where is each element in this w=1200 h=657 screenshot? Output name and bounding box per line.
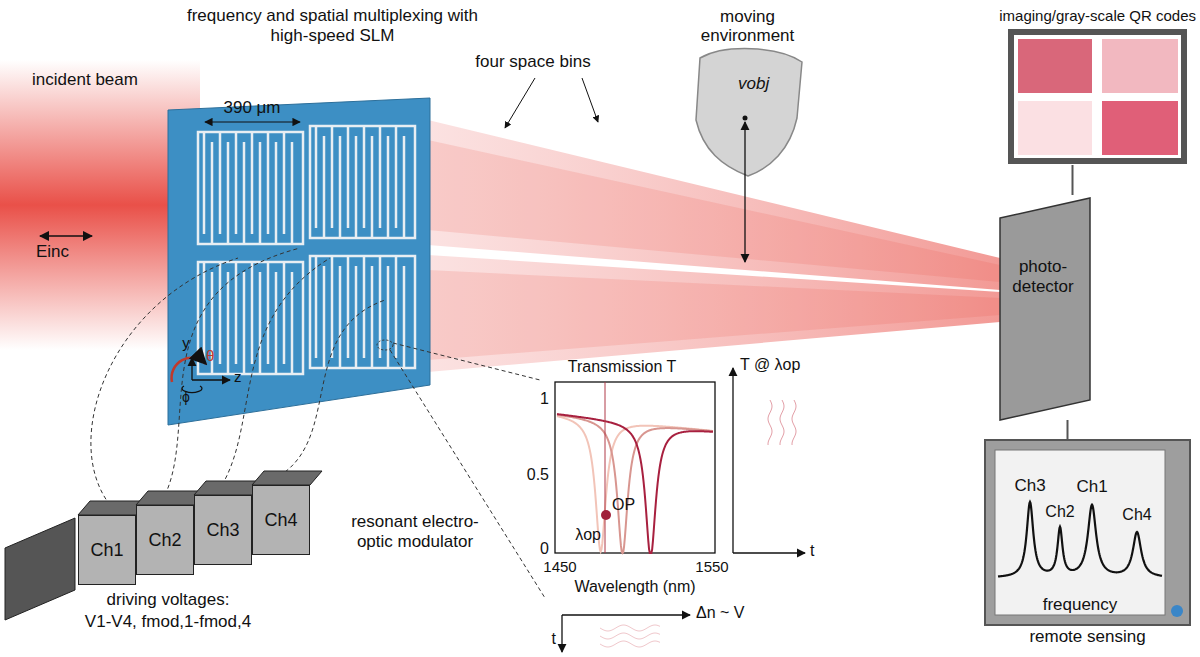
annotation-label: z: [234, 368, 242, 385]
transmission-curve: [557, 416, 713, 551]
node-label: moving environment: [680, 7, 815, 46]
moving-object: [696, 49, 802, 176]
signal-wire: [1072, 165, 1074, 195]
annotation-label: driving voltages:: [107, 590, 230, 610]
driver-block-side: [5, 518, 75, 620]
photodetector: [1000, 198, 1090, 420]
node-sublabel: remote sensing: [985, 627, 1190, 647]
screen-panel: [995, 450, 1165, 615]
axes-symbol: [172, 358, 230, 393]
annotation-label: Ch1: [1076, 477, 1107, 497]
spectrum-curve: [998, 502, 1162, 577]
photodetector-box: photo-detector: [995, 195, 1100, 420]
channel-driver: Ch3: [194, 495, 252, 565]
signal-trace: [768, 400, 772, 445]
figure-title: frequency and spatial multiplexing with …: [180, 6, 485, 45]
pointer-arrow: [582, 78, 598, 122]
annotation-label: T @ λop: [740, 356, 800, 374]
annotation-label: 0: [540, 540, 549, 558]
node-label: frequency: [995, 595, 1165, 615]
signal-trace: [792, 400, 796, 445]
node-label: Ch2: [148, 530, 181, 551]
signal-trace: [780, 400, 784, 445]
driver-block-top: [252, 471, 322, 485]
annotation-label: OP: [612, 496, 635, 514]
moving-object: moving environmentvobj: [690, 48, 805, 178]
annotation-label: Transmission T: [568, 358, 676, 376]
signal-trace: [600, 633, 660, 639]
channel-driver: Ch1: [78, 515, 136, 585]
node-label: imaging/gray-scale QR codes: [999, 7, 1196, 24]
transmission-curve: [557, 414, 713, 553]
annotation-label: four space bins: [475, 52, 590, 72]
operating-line: [605, 382, 606, 553]
velocity-arrow: [744, 122, 745, 262]
space-bin-beam: [428, 140, 1000, 282]
node-label: Ch1: [90, 540, 123, 561]
channel-driver: Ch4: [252, 485, 310, 555]
transmission-curve: [557, 415, 713, 553]
node-label: photo-detector: [1003, 257, 1083, 296]
dimension-arrow: [205, 121, 300, 122]
zoom-line: [390, 350, 545, 598]
screen-frame: [985, 440, 1190, 625]
qr-code-box: imaging/gray-scale QR codes: [1007, 28, 1188, 165]
annotation-label: θ: [206, 347, 214, 364]
index-axis: [561, 615, 562, 652]
time-axis: [733, 552, 805, 553]
qr-code: [1011, 32, 1184, 161]
annotation-label: Einc: [36, 242, 69, 262]
index-axis: [562, 614, 690, 615]
annotation-label: 1550: [695, 558, 728, 575]
annotation-label: 1450: [543, 558, 576, 575]
annotation-label: incident beam: [32, 70, 138, 90]
annotation-label: λop: [575, 526, 601, 544]
zoom-line: [393, 343, 540, 380]
electrode-array: [198, 126, 415, 374]
pointer-arrow: [505, 78, 535, 128]
annotation-label: y: [182, 334, 190, 351]
plot-frame: [555, 382, 715, 553]
power-button: [1171, 605, 1183, 617]
driving-wires: [91, 248, 385, 505]
operating-point: [601, 510, 611, 520]
signal-wire: [1067, 420, 1069, 440]
display-screen: frequencyremote sensing: [985, 440, 1190, 625]
pixel-zoom: [377, 340, 393, 350]
annotation-label: Ch2: [1045, 503, 1074, 521]
annotation-label: V1-V4, fmod,1-fmod,4: [85, 612, 251, 632]
slm-chip: [168, 98, 430, 425]
channel-driver: Ch2: [136, 505, 194, 575]
annotation-label: Ch4: [1122, 506, 1151, 524]
annotation-label: Δn ~ V: [696, 604, 745, 622]
annotation-label: ϕ: [182, 389, 190, 405]
annotation-label: t: [810, 542, 814, 560]
node-label: Ch4: [264, 510, 297, 531]
time-axis: [732, 368, 733, 553]
polarization-arrow: [40, 235, 92, 237]
object-point: [743, 116, 748, 121]
annotation-label: 0.5: [527, 466, 549, 484]
space-bin-beam: [428, 270, 1000, 360]
annotation-label: t: [552, 630, 556, 648]
annotation-label: 1: [540, 390, 549, 408]
annotation-label: Ch3: [1014, 476, 1045, 496]
signal-trace: [600, 641, 660, 647]
node-label: Ch3: [206, 520, 239, 541]
annotation-label: resonant electro-optic modulator: [350, 512, 480, 551]
signal-trace: [600, 625, 660, 631]
node-sublabel: vobj: [738, 74, 769, 94]
annotation-label: 390 μm: [223, 98, 280, 118]
annotation-label: Wavelength (nm): [574, 578, 695, 596]
